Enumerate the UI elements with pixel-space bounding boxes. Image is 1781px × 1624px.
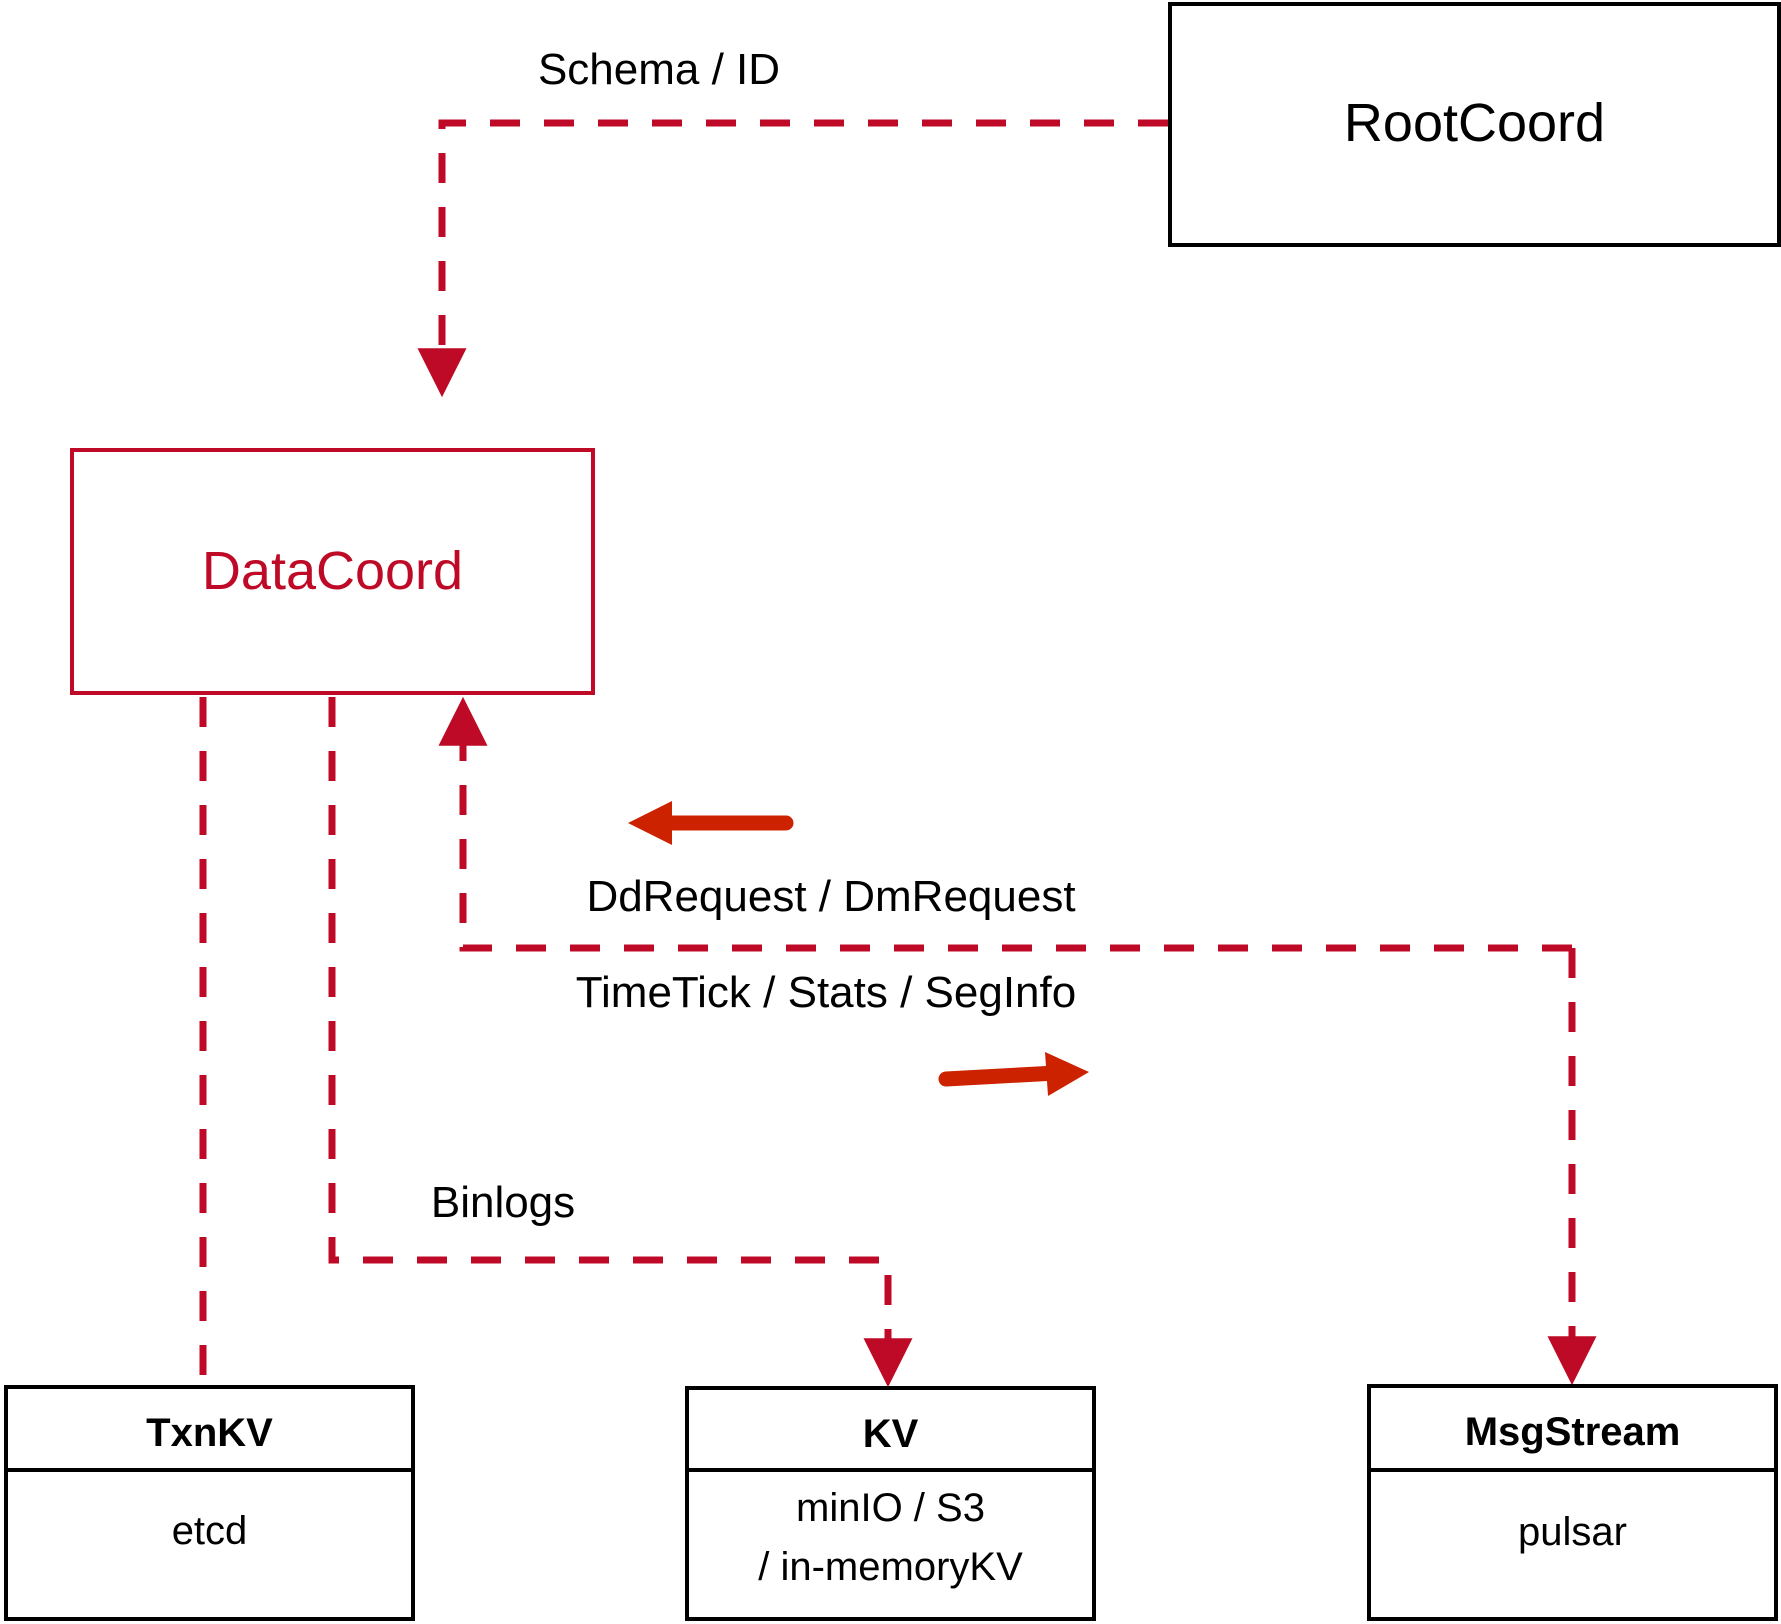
- arrow-right-timetick: [938, 1052, 1089, 1096]
- node-kv[interactable]: KV minIO / S3 / in-memoryKV: [685, 1386, 1096, 1621]
- edge-label-binlogs: Binlogs: [430, 1178, 576, 1227]
- node-txnkv[interactable]: TxnKV etcd: [4, 1385, 415, 1621]
- node-kv-divider: [689, 1468, 1092, 1472]
- arrow-left-ddrequest: [628, 801, 794, 845]
- node-datacoord[interactable]: DataCoord: [70, 448, 595, 695]
- edge-label-timetick-stats-seginfo: TimeTick / Stats / SegInfo: [575, 968, 1077, 1017]
- edge-schema-id: [417, 119, 1168, 398]
- node-txnkv-sublabel-0: etcd: [171, 1509, 248, 1553]
- node-rootcoord-title: RootCoord: [1343, 93, 1606, 153]
- node-kv-sublabel-0: minIO / S3: [796, 1486, 985, 1530]
- edge-binlogs: [328, 697, 913, 1388]
- node-kv-sublabel-1: / in-memoryKV: [758, 1545, 1023, 1589]
- node-msgstream-title: MsgStream: [1464, 1410, 1681, 1454]
- node-datacoord-title: DataCoord: [201, 541, 464, 601]
- edge-label-ddrequest-dmrequest: DdRequest / DmRequest: [586, 872, 1076, 921]
- node-rootcoord[interactable]: RootCoord: [1168, 2, 1781, 247]
- node-kv-title: KV: [862, 1412, 919, 1456]
- edge-label-schema-id: Schema / ID: [537, 45, 781, 94]
- node-msgstream-divider: [1371, 1468, 1774, 1472]
- node-msgstream[interactable]: MsgStream pulsar: [1367, 1384, 1778, 1621]
- node-txnkv-divider: [8, 1468, 411, 1472]
- node-msgstream-sublabel-0: pulsar: [1518, 1510, 1627, 1554]
- node-txnkv-title: TxnKV: [146, 1411, 273, 1455]
